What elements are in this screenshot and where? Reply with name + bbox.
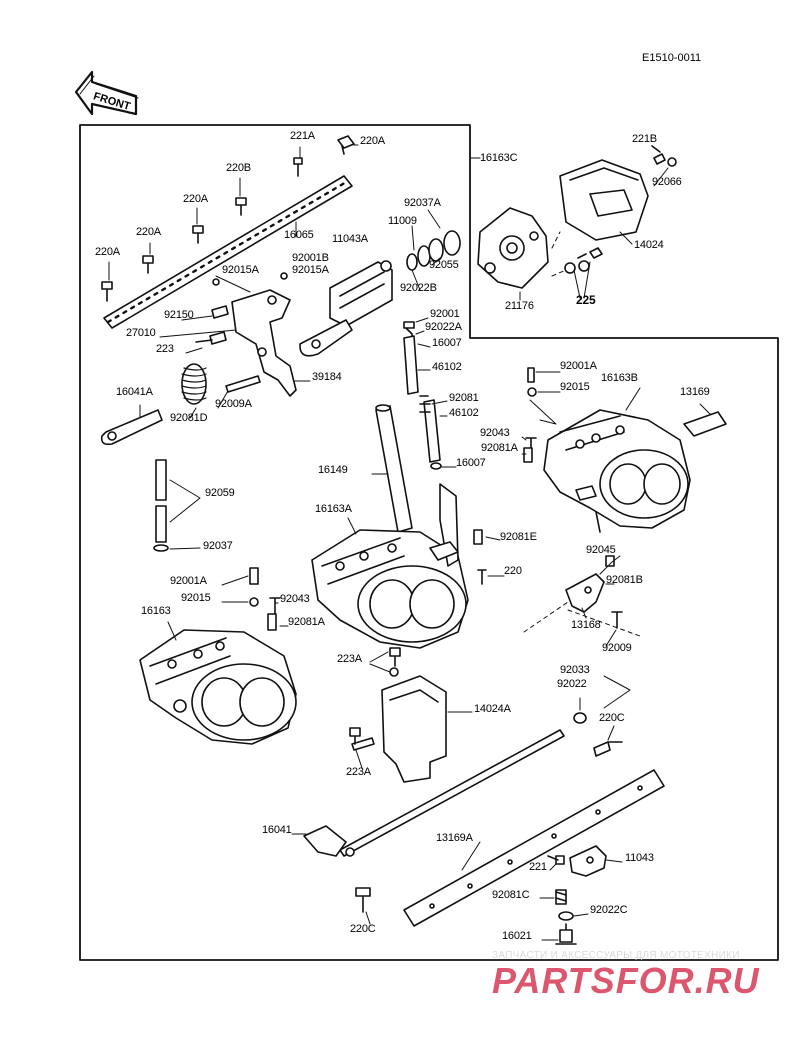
washer-92022	[573, 712, 623, 757]
part-label: 21176	[505, 300, 534, 312]
part-label: 220A	[360, 135, 385, 147]
part-label: 92037A	[404, 197, 441, 209]
part-label: 39184	[312, 371, 342, 383]
throttle-body-16163B	[523, 367, 691, 533]
part-label: 46102	[449, 407, 479, 419]
part-label: 92081E	[500, 531, 537, 543]
plate-13169A	[403, 769, 665, 927]
part-label: 92081A	[481, 442, 518, 454]
part-label: 92015A	[222, 264, 259, 276]
part-label: 92015A	[292, 264, 329, 276]
part-label: 220A	[183, 193, 208, 205]
part-label: 92009	[602, 642, 632, 654]
part-label: 92015	[181, 592, 211, 604]
part-label: 16041A	[116, 386, 153, 398]
pipes-92059	[153, 459, 169, 552]
part-label: 46102	[432, 361, 462, 373]
diagram-code: E1510-0011	[642, 52, 702, 64]
part-label: 92066	[652, 176, 682, 188]
part-label: 16021	[502, 930, 532, 942]
part-label: 13169A	[436, 832, 473, 844]
part-label: 221	[529, 861, 547, 873]
part-label: 92037	[203, 540, 233, 552]
part-label: 223A	[337, 653, 362, 665]
bracket-11043A	[299, 260, 393, 357]
part-label: 92081D	[170, 412, 208, 424]
part-label: 11043A	[332, 233, 368, 245]
bracket-13168	[565, 555, 623, 629]
spring-92081D	[181, 363, 261, 405]
part-label: 225	[576, 293, 596, 307]
part-label: 16041	[262, 824, 292, 836]
part-label: 223	[156, 343, 174, 355]
part-label: 92055	[429, 259, 459, 271]
lever-16041A	[100, 409, 163, 446]
cap-14024	[559, 159, 649, 274]
seal-rings	[403, 230, 461, 341]
part-label: 92081B	[606, 574, 643, 586]
part-label: 16163C	[480, 152, 518, 164]
link-rod-16041	[303, 729, 565, 857]
part-label: 16007	[432, 337, 462, 349]
part-label: 220C	[350, 923, 376, 935]
front-arrow-icon: FRONT	[74, 70, 139, 116]
part-label: 92043	[480, 427, 510, 439]
watermark-logo: PARTSFOR.RU	[492, 960, 760, 1001]
part-label: 92081C	[492, 889, 530, 901]
screw-icons	[101, 135, 677, 302]
cover-14024A	[349, 647, 447, 783]
part-label: 223A	[346, 766, 371, 778]
throttle-link-plate	[195, 272, 297, 397]
throttle-body-16163A	[311, 483, 487, 649]
part-label: 92022A	[425, 321, 462, 333]
part-label: 92059	[205, 487, 235, 499]
part-label: 92043	[280, 593, 310, 605]
part-label: 92022C	[590, 904, 628, 916]
part-label: 92001A	[560, 360, 597, 372]
fuel-rail-16065	[103, 175, 353, 329]
part-label: 220	[504, 565, 522, 577]
shim-13169	[683, 411, 727, 437]
part-label: 92150	[164, 309, 194, 321]
shaft-46102	[403, 335, 442, 470]
part-label: 220A	[95, 246, 120, 258]
part-label: 92022B	[400, 282, 437, 294]
part-label: 16163	[141, 605, 171, 617]
part-label: 92045	[586, 544, 616, 556]
part-label: 220A	[136, 226, 161, 238]
part-label: 92001	[430, 308, 460, 320]
watermark-tagline: ЗАПЧАСТИ И АКСЕССУАРЫ ДЛЯ МОТОТЕХНИКИ	[492, 950, 740, 961]
part-label: 92022	[557, 678, 587, 690]
part-label: 16163B	[601, 372, 638, 384]
diagram-frame	[79, 124, 779, 961]
part-label: 92001A	[170, 575, 207, 587]
cover-21176	[477, 207, 549, 301]
part-label: 27010	[126, 327, 156, 339]
throttle-body-16163	[139, 567, 297, 745]
part-label: 92015	[560, 381, 590, 393]
part-label: 16149	[318, 464, 348, 476]
part-label: 92001B	[292, 252, 329, 264]
part-label: 220C	[599, 712, 625, 724]
part-label: 13168	[571, 619, 601, 631]
part-label: 14024A	[474, 703, 511, 715]
part-label: 16065	[284, 229, 314, 241]
tube-16149	[375, 404, 413, 533]
part-label: 92081	[449, 392, 479, 404]
part-label: 92081A	[288, 616, 325, 628]
part-label: 92033	[560, 664, 590, 676]
part-label: 92009A	[215, 398, 252, 410]
part-label: 11043	[625, 852, 654, 864]
bracket-11043	[355, 845, 607, 945]
part-label: 11009	[388, 215, 417, 227]
part-label: 16007	[456, 457, 486, 469]
part-label: 13169	[680, 386, 710, 398]
part-label: 221B	[632, 133, 657, 145]
part-label: 220B	[226, 162, 251, 174]
part-label: 221A	[290, 130, 315, 142]
part-label: 14024	[634, 239, 664, 251]
part-label: 16163A	[315, 503, 352, 515]
